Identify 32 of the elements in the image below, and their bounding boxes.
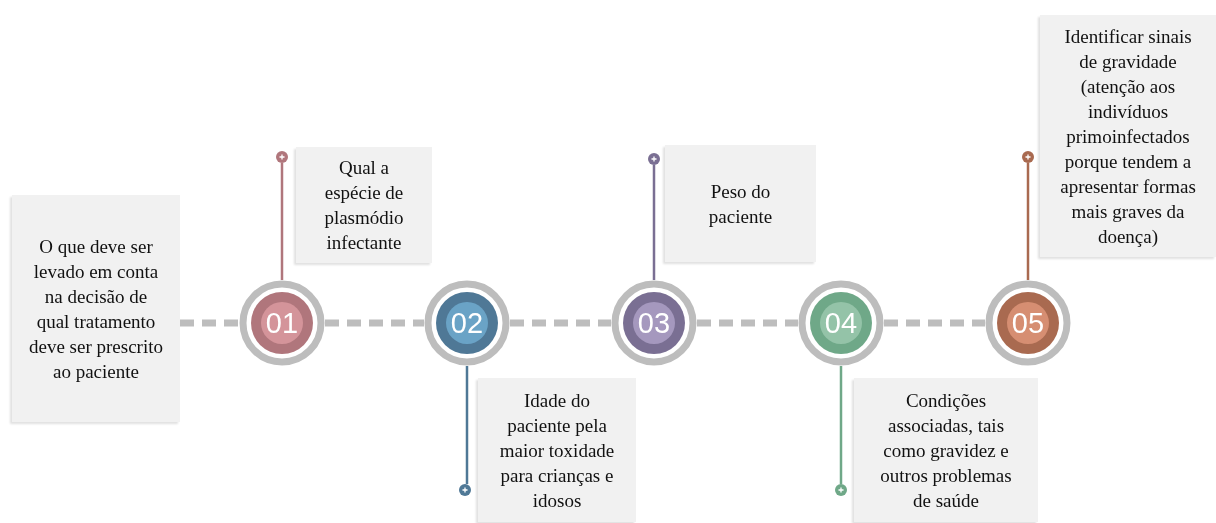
- step-circle: [239, 280, 325, 366]
- step-number: 04: [824, 308, 858, 338]
- card-text: Idade do paciente pela maior toxidade para crianças e idosos: [498, 388, 616, 513]
- text-card: [478, 378, 636, 522]
- card-text: Peso do paciente: [707, 179, 774, 229]
- step-circle: [611, 280, 697, 366]
- step-circle: [985, 280, 1071, 366]
- plus-dot: [648, 153, 660, 165]
- text-card: [1040, 15, 1216, 257]
- step-circle: [798, 280, 884, 366]
- plus-dot: [1022, 151, 1034, 163]
- step-number: 03: [637, 308, 671, 338]
- connector-line: [1026, 163, 1030, 280]
- connector-line: [652, 165, 656, 280]
- connector-line: [280, 163, 284, 280]
- connector-line: [465, 366, 469, 484]
- plus-dot: [835, 484, 847, 496]
- text-card: [296, 147, 432, 263]
- card-text: Identificar sinais de gravidade (atenção aos indivíduos primoinfectados porque tendem a apresentar formas mais graves da doença): [1059, 24, 1197, 249]
- text-card: [854, 378, 1038, 522]
- step-number: 02: [450, 308, 484, 338]
- step-number: 01: [265, 308, 299, 338]
- step-number: 05: [1011, 308, 1045, 338]
- card-text: Condições associadas, tais como gravidez e outros problemas de saúde: [879, 388, 1013, 513]
- connector-line: [839, 366, 843, 484]
- text-card: [12, 195, 180, 422]
- step-circle: [424, 280, 510, 366]
- plus-dot: [276, 151, 288, 163]
- text-card: [665, 145, 816, 262]
- card-text: Qual a espécie de plasmódio infectante: [323, 156, 405, 255]
- plus-dot: [459, 484, 471, 496]
- card-text: O que deve ser levado em conta na decisão de qual tratamento deve ser prescrito ao paciente: [28, 234, 164, 384]
